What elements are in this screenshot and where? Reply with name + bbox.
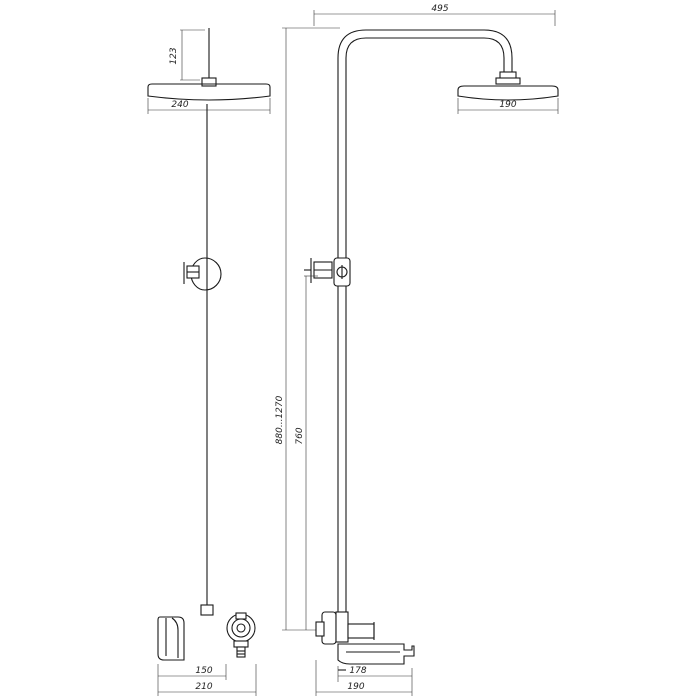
handheld-holder-front xyxy=(183,257,222,291)
rail-length-label: 760 xyxy=(295,427,305,444)
spout-length-label: 178 xyxy=(349,666,366,676)
front-bottom-connector xyxy=(200,604,214,616)
top-width-label: 495 xyxy=(431,4,448,14)
base-width-left-label: 210 xyxy=(195,682,212,692)
side-rail-outer xyxy=(337,29,513,612)
spout xyxy=(337,643,415,665)
valve-front-view xyxy=(226,612,256,658)
left-head-diameter-label: 240 xyxy=(171,100,188,110)
shower-head-front xyxy=(147,83,271,101)
side-view: 495 190 880...1270 760 xyxy=(275,4,559,696)
front-view: 123 240 xyxy=(147,28,271,696)
valve-side-view xyxy=(157,616,185,661)
shower-head-side xyxy=(457,85,559,101)
handheld-holder-side xyxy=(304,257,351,287)
arm-height-label: 123 xyxy=(169,47,179,64)
right-head-diameter-label: 190 xyxy=(499,100,516,110)
shower-head-connector xyxy=(201,77,217,87)
mixer-valve-side xyxy=(315,611,415,671)
valve-depth-label: 150 xyxy=(195,666,212,676)
side-rail-inner xyxy=(345,37,505,612)
height-range-label: 880...1270 xyxy=(275,395,285,444)
base-width-right-label: 190 xyxy=(347,682,364,692)
